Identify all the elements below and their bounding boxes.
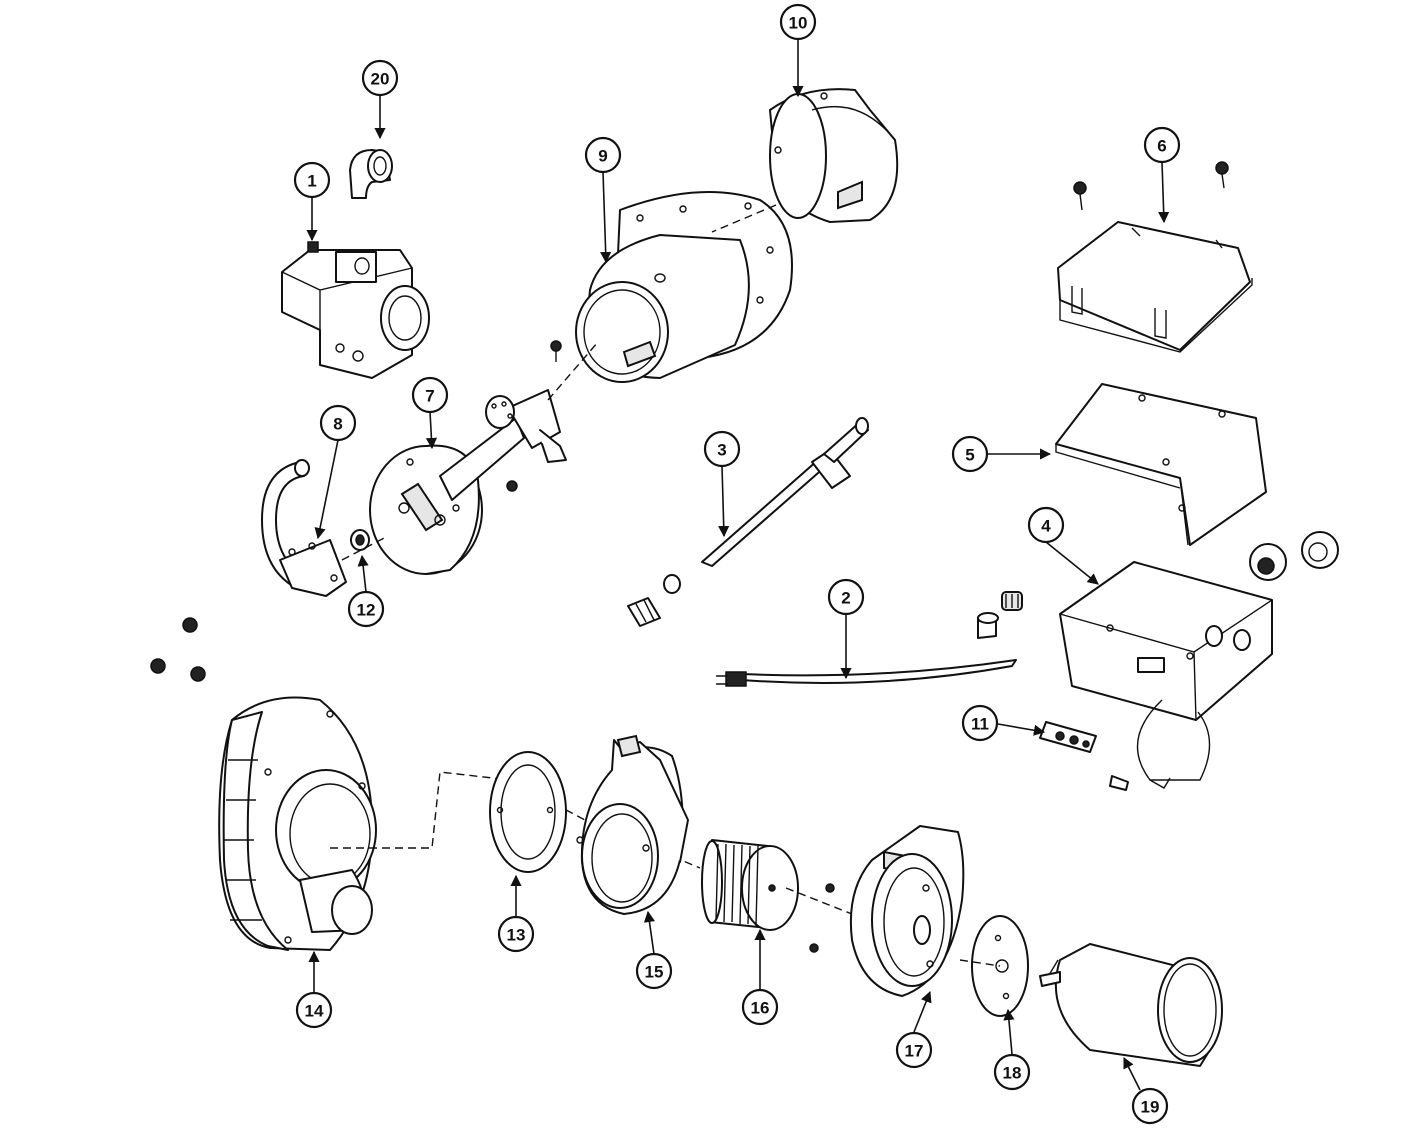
callout-circle (951, 435, 989, 473)
assembly-line-8-12 (341, 535, 389, 561)
callout-9: 9 (584, 136, 622, 174)
part-12-fitting (350, 529, 370, 551)
callout-label: 5 (965, 446, 974, 465)
callout-circle (961, 704, 999, 742)
callout-8: 8 (319, 404, 357, 442)
callout-circle (293, 161, 331, 199)
callout-15: 15 (635, 952, 673, 990)
part-3-electrode-assembly (627, 417, 869, 627)
callout-circle (827, 578, 865, 616)
callout-17: 17 (895, 1031, 933, 1069)
callout-circle (319, 404, 357, 442)
callout-label: 12 (357, 601, 376, 620)
screw-icon (1073, 161, 1229, 211)
part-8-oil-line (261, 459, 347, 597)
part-16-blower-wheel (701, 839, 835, 953)
grommet-icon (1249, 531, 1339, 581)
part-19-motor (1039, 943, 1223, 1067)
part-17-blower-housing-back (849, 825, 965, 997)
callout-circle (497, 915, 535, 953)
part-11-terminal-strip (1039, 721, 1129, 791)
part-7-nozzle-line-assembly (369, 389, 567, 575)
bushing-icon (977, 591, 1023, 639)
part-20-elbow-fitting (349, 149, 393, 199)
callout-13: 13 (497, 915, 535, 953)
callout-label: 14 (305, 1002, 324, 1021)
callout-6: 6 (1143, 126, 1181, 164)
callout-circle (635, 952, 673, 990)
screw-icon (150, 617, 206, 682)
callout-label: 19 (1141, 1098, 1160, 1117)
callout-label: 20 (371, 70, 390, 89)
leader-lines (306, 38, 1170, 1091)
callout-circle (361, 59, 399, 97)
callout-label: 16 (751, 999, 770, 1018)
part-9-air-tube (575, 191, 793, 383)
part-13-gasket (489, 751, 567, 873)
callout-circle (993, 1053, 1031, 1091)
callout-label: 17 (905, 1042, 924, 1061)
callout-label: 10 (789, 14, 808, 33)
callout-circle (295, 991, 333, 1029)
callout-label: 7 (425, 387, 434, 406)
callout-5: 5 (951, 435, 989, 473)
callout-12: 12 (347, 590, 385, 628)
callout-10: 10 (779, 3, 817, 41)
callout-label: 1 (307, 172, 316, 191)
part-14-blower-housing (218, 696, 377, 951)
callout-20: 20 (361, 59, 399, 97)
callout-label: 2 (841, 589, 850, 608)
callout-label: 3 (717, 441, 726, 460)
callout-circle (1027, 506, 1065, 544)
callout-label: 8 (333, 415, 342, 434)
screw-icon (506, 340, 562, 492)
callout-4: 4 (1027, 506, 1065, 544)
callout-label: 11 (971, 715, 989, 734)
callout-label: 18 (1003, 1064, 1022, 1083)
callout-circle (1131, 1087, 1169, 1125)
callout-16: 16 (741, 988, 779, 1026)
callout-18: 18 (993, 1053, 1031, 1091)
callout-circle (741, 988, 779, 1026)
callout-label: 9 (598, 147, 607, 166)
assembly-line-10-9 (711, 204, 777, 233)
callout-label: 4 (1041, 517, 1051, 536)
callout-circle (347, 590, 385, 628)
callout-7: 7 (411, 376, 449, 414)
callout-circle (1143, 126, 1181, 164)
assembly-line-17-18 (959, 959, 1001, 967)
callout-1: 1 (293, 161, 331, 199)
part-5-cover-plate (1055, 383, 1267, 546)
callout-19: 19 (1131, 1087, 1169, 1125)
callout-label: 13 (507, 926, 526, 945)
part-15-blower-scroll (576, 734, 689, 915)
callout-14: 14 (295, 991, 333, 1029)
callout-3: 3 (703, 430, 741, 468)
callout-11: 11 (961, 704, 999, 742)
part-2-power-cord (716, 659, 1017, 687)
part-6-top-cover (1057, 161, 1253, 353)
callout-label: 6 (1157, 137, 1166, 156)
part-4-junction-box (1059, 561, 1273, 789)
callout-circle (703, 430, 741, 468)
callout-2: 2 (827, 578, 865, 616)
part-10-air-tube-end-ring (769, 88, 899, 223)
callout-circle (779, 3, 817, 41)
callout-label: 15 (645, 963, 664, 982)
callout-circle (411, 376, 449, 414)
part-1-oil-pump (281, 241, 430, 379)
callout-circle (895, 1031, 933, 1069)
assembly-line-16-17 (785, 887, 853, 915)
callout-circle (584, 136, 622, 174)
